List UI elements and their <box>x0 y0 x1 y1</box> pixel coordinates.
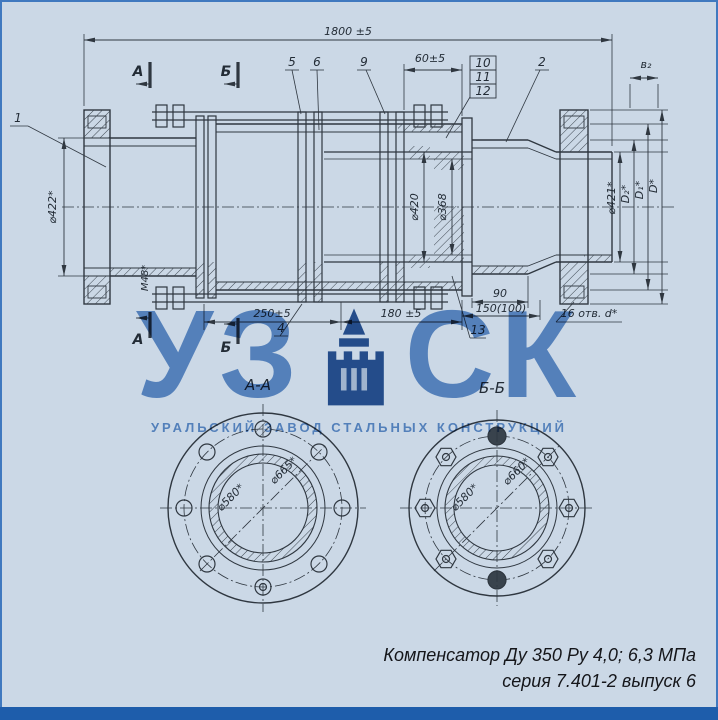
callout-5: 5 <box>288 55 296 69</box>
caption-line-1: Компенсатор Ду 350 Ру 4,0; 6,3 МПа <box>383 644 696 665</box>
hex-nut <box>435 447 457 467</box>
callout-12: 12 <box>475 84 490 98</box>
dim-dia-422-label: ⌀422* <box>46 190 59 224</box>
bolt-hole <box>310 555 328 573</box>
bottom-dims: 250±5 180 ±5 90 150(100) 16 отв. d* <box>203 276 622 330</box>
dim-250-label: 250±5 <box>253 307 290 320</box>
hex-nut-center <box>441 554 451 564</box>
section-bb-title: Б-Б <box>479 379 505 397</box>
section-b-top-label: Б <box>221 64 232 80</box>
section-a-bottom-label: А <box>132 332 144 348</box>
dim-dia-368: ⌀368 <box>436 159 455 255</box>
bolt-hole <box>310 443 328 461</box>
dim-180-label: 180 ±5 <box>381 307 422 320</box>
dim-dia-422: ⌀422* <box>46 137 84 277</box>
callout-11: 11 <box>475 70 490 84</box>
thread-m48-label: М48* <box>140 265 151 291</box>
dim-dia-368-label: ⌀368 <box>436 193 449 221</box>
bottom-callouts: 4 13 <box>274 275 486 339</box>
main-view: 1800 ±5 <box>10 25 676 356</box>
hex-nut <box>537 549 559 569</box>
dim-d1-label: D₁* <box>633 180 646 199</box>
top-callouts: 5 6 9 2 1 <box>10 55 549 168</box>
callout-1: 1 <box>14 111 22 125</box>
dim-90-label: 90 <box>493 287 507 300</box>
right-flange <box>559 109 589 305</box>
left-pipe <box>110 137 196 277</box>
hex-nut-center <box>543 554 553 564</box>
outer-casing <box>216 123 462 291</box>
callout-2: 2 <box>538 55 546 69</box>
bolt-hole <box>198 555 216 573</box>
dim-overall-label: 1800 ±5 <box>324 25 372 38</box>
right-diameter-dims: ⌀421* D₂* D₁* D* <box>590 109 668 305</box>
caption-line-2: серия 7.401-2 выпуск 6 <box>502 670 696 691</box>
dim-b2-label: в₂ <box>641 58 652 71</box>
dim-60: 60±5 <box>403 52 463 116</box>
hex-nut <box>558 498 580 518</box>
section-view-aa: А-А ⌀580* ⌀665* <box>160 376 366 612</box>
dim-overall-length: 1800 ±5 <box>83 25 613 146</box>
section-markers: А Б А Б <box>132 62 240 356</box>
callout-6: 6 <box>313 55 321 69</box>
inner-pipe-and-gland <box>324 117 473 297</box>
section-view-bb: Б-Б ⌀580* ⌀660* <box>400 379 594 606</box>
callout-10: 10 <box>475 56 491 70</box>
hex-nut-center <box>543 452 553 462</box>
drawing-caption: Компенсатор Ду 350 Ру 4,0; 6,3 МПа серия… <box>383 642 696 694</box>
callout-9: 9 <box>360 55 368 69</box>
hex-nut-center <box>441 452 451 462</box>
dim-d2-label: D₂* <box>619 184 632 203</box>
dim-dia-420: ⌀420 <box>408 152 427 262</box>
callout-table-10-11-12: 10 11 12 <box>445 55 497 139</box>
holes-note-label: 16 отв. d* <box>561 307 618 320</box>
section-aa-title: А-А <box>244 376 271 394</box>
hex-nut <box>537 447 559 467</box>
dim-dia-421-label: ⌀421* <box>605 181 618 215</box>
dim-150-label: 150(100) <box>476 302 527 315</box>
callout-4: 4 <box>277 321 285 335</box>
dim-d-label: D* <box>647 179 660 193</box>
section-a-top-label: А <box>132 64 144 80</box>
hex-nut <box>435 549 457 569</box>
bolt-hole <box>198 443 216 461</box>
section-b-bottom-label: Б <box>221 340 232 356</box>
callout-13: 13 <box>470 323 485 337</box>
dim-60-label: 60±5 <box>415 52 445 65</box>
dim-dia-420-label: ⌀420 <box>408 193 421 221</box>
dim-b2: в₂ <box>629 58 659 108</box>
bottom-blue-bar <box>0 707 718 720</box>
